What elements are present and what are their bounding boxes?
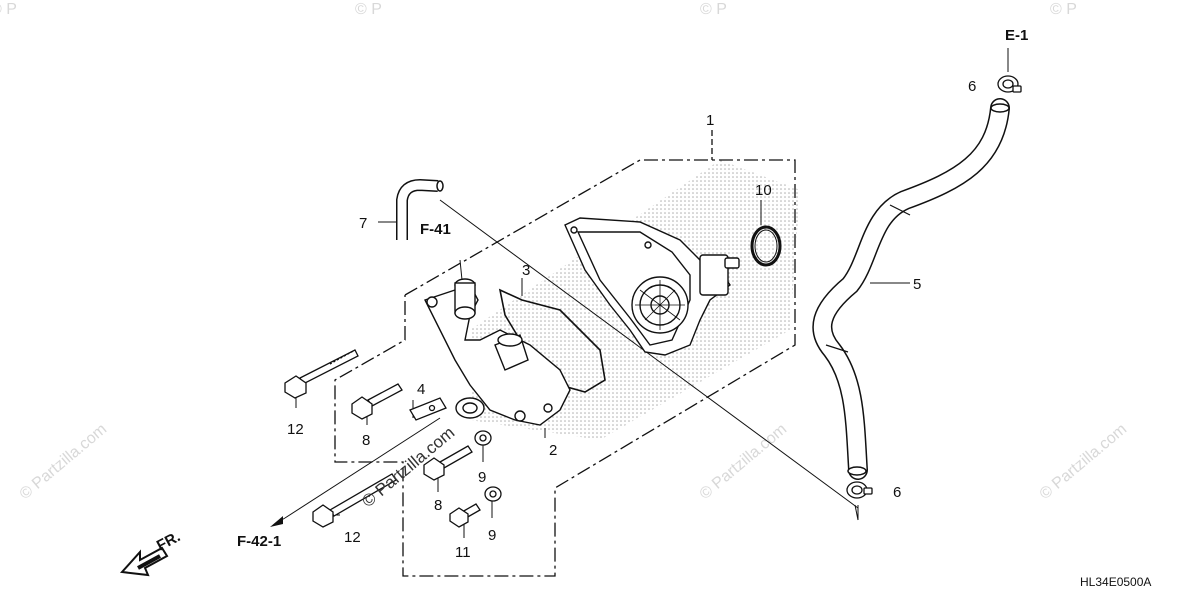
callout-9-lower: 9	[488, 527, 496, 544]
hose-part-7	[396, 178, 444, 240]
plate-part-4	[409, 397, 447, 421]
assembly-bracket-line	[334, 159, 796, 577]
bolt-part-12-upper	[284, 349, 359, 399]
bolt-part-11	[449, 503, 481, 528]
hose-part-5	[812, 98, 1010, 480]
bolt-part-8-lower	[423, 445, 473, 481]
callout-9-upper: 9	[478, 469, 486, 486]
callout-8-upper: 8	[362, 432, 370, 449]
watermark: © Partzilla.com	[17, 421, 111, 503]
watermark-fragment: © P	[700, 1, 727, 18]
watermark-fragment: © P	[0, 1, 17, 18]
front-arrow-icon	[119, 546, 169, 577]
reference-f42-1: F-42-1	[237, 533, 281, 550]
reference-e1: E-1	[1005, 27, 1028, 44]
callout-12-lower: 12	[344, 529, 361, 546]
washer-part-9-lower	[484, 486, 502, 502]
callout-8-lower: 8	[434, 497, 442, 514]
bolt-part-12-lower	[312, 473, 397, 528]
callout-5: 5	[913, 276, 921, 293]
callout-12-upper: 12	[287, 421, 304, 438]
reference-f41: F-41	[420, 221, 451, 238]
callout-6-bottom: 6	[893, 484, 901, 501]
washer-part-9-upper	[474, 430, 492, 446]
callout-4: 4	[417, 381, 425, 398]
o-ring-part-10	[750, 225, 782, 267]
callout-10: 10	[755, 182, 772, 199]
watermark-fragment: © P	[1050, 1, 1077, 18]
clamp-part-6-bottom	[846, 481, 873, 499]
pump-cover-part-2	[424, 278, 571, 426]
watermark: © Partzilla.com	[1037, 421, 1131, 503]
clamp-part-6-top	[997, 75, 1022, 93]
reference-labels: E-1 F-41 F-42-1 FR.	[154, 27, 1028, 555]
diagram-code: HL34E0500A	[1080, 575, 1151, 589]
callout-3: 3	[522, 262, 530, 279]
reference-arrow-f42	[270, 516, 283, 527]
callout-6-top: 6	[968, 78, 976, 95]
callouts: 1 2 3 4 5 6 6 7 8 8 9 9 10 11 12 12	[287, 78, 976, 561]
watermark-fragment: © P	[355, 1, 382, 18]
assembly-bracket	[334, 130, 796, 577]
watermark: © Partzilla.com	[697, 421, 791, 503]
callout-2: 2	[549, 442, 557, 459]
bolt-part-8-upper	[351, 383, 403, 420]
callout-7: 7	[359, 215, 367, 232]
water-pump-body	[564, 217, 740, 356]
callout-11: 11	[455, 544, 471, 561]
callout-1: 1	[706, 112, 714, 129]
